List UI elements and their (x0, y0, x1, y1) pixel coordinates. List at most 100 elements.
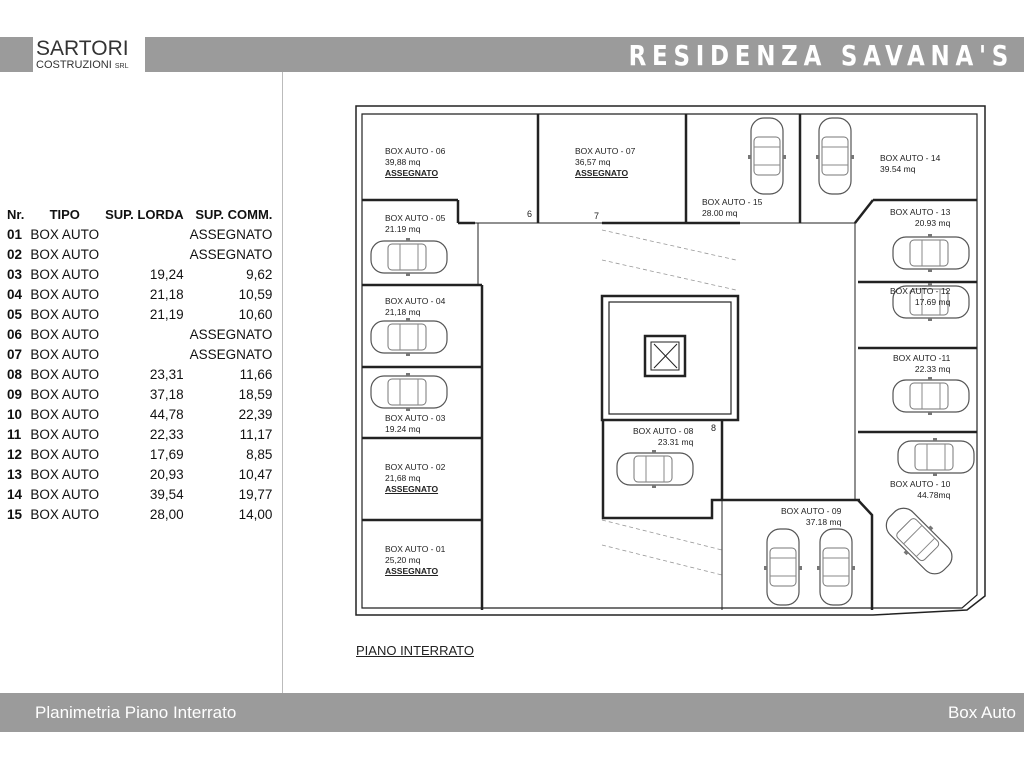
cell-sup-comm: ASSEGNATO (189, 346, 273, 362)
table-row: 13 BOX AUTO 20,93 10,47 (4, 464, 275, 484)
cell-sup-lorda: 20,93 (149, 466, 184, 482)
box-name: BOX AUTO - 01 (385, 544, 446, 554)
cell-sup-comm: ASSEGNATO (189, 246, 273, 262)
cell-sup-lorda: 28,00 (149, 506, 184, 522)
page-title: RESIDENZA SAVANA'S (628, 39, 1014, 72)
box-area: 28.00 mq (702, 208, 738, 218)
cell-sup-comm: ASSEGNATO (189, 226, 273, 242)
cell-tipo: BOX AUTO (30, 486, 100, 502)
cell-nr: 13 (7, 466, 23, 482)
box-status: ASSEGNATO (385, 168, 439, 178)
cell-tipo: BOX AUTO (30, 386, 100, 402)
footer-title: Planimetria Piano Interrato (35, 703, 237, 722)
box-status: ASSEGNATO (385, 566, 439, 576)
walls (355, 105, 986, 616)
car-icon (616, 449, 694, 489)
cell-nr: 02 (7, 246, 23, 262)
cell-sup-comm: 10,59 (238, 286, 273, 302)
cell-nr: 10 (7, 406, 23, 422)
car-icon (370, 237, 448, 277)
cell-sup-lorda: 21,19 (149, 306, 184, 322)
footer-category: Box Auto (947, 703, 1016, 722)
cell-tipo: BOX AUTO (30, 506, 100, 522)
marker-7: 7 (594, 211, 600, 221)
column-header: SUP. COMM. (195, 206, 273, 222)
cell-sup-comm: 14,00 (238, 506, 273, 522)
box-area: 21,68 mq (385, 473, 421, 483)
cell-nr: 09 (7, 386, 23, 402)
column-header: SUP. LORDA (105, 206, 184, 222)
cell-tipo: BOX AUTO (30, 446, 100, 462)
cell-tipo: BOX AUTO (30, 406, 100, 422)
column-header: Nr. (7, 206, 25, 222)
box-area: 25,20 mq (385, 555, 421, 565)
cell-nr: 11 (7, 426, 22, 442)
box-area: 44.78mq (917, 490, 951, 500)
cell-sup-comm: 11,17 (239, 426, 273, 442)
cell-sup-lorda: 23,31 (149, 366, 184, 382)
cell-sup-comm: 10,60 (238, 306, 273, 322)
box-name: BOX AUTO - 05 (385, 213, 446, 223)
box-name: BOX AUTO - 08 (633, 426, 694, 436)
cell-tipo: BOX AUTO (30, 306, 100, 322)
cell-nr: 08 (7, 366, 23, 382)
car-icon (370, 372, 448, 412)
header-band (0, 37, 1024, 72)
box-name: BOX AUTO - 04 (385, 296, 446, 306)
box-name: BOX AUTO - 09 (781, 506, 842, 516)
footer-band (0, 693, 1024, 732)
cell-nr: 06 (7, 326, 23, 342)
company-logo: SARTORI COSTRUZIONI SRL (33, 37, 145, 72)
box-name: BOX AUTO - 13 (890, 207, 951, 217)
cell-nr: 03 (7, 266, 23, 282)
cell-tipo: BOX AUTO (30, 366, 100, 382)
plan-caption: PIANO INTERRATO (356, 643, 474, 658)
logo-subtitle: COSTRUZIONI SRL (36, 59, 129, 71)
box-area: 36,57 mq (575, 157, 611, 167)
table-row: 02 BOX AUTO ASSEGNATO (4, 244, 275, 264)
cell-sup-comm: 10,47 (238, 466, 273, 482)
cell-tipo: BOX AUTO (30, 246, 100, 262)
box-area: 21,18 mq (385, 307, 421, 317)
cell-tipo: BOX AUTO (30, 286, 100, 302)
marker-8: 8 (711, 423, 717, 433)
cell-sup-lorda: 39,54 (149, 486, 184, 502)
box-area: 20.93 mq (914, 218, 951, 228)
box-name: BOX AUTO - 03 (385, 413, 446, 423)
car-icon (892, 233, 970, 273)
cell-tipo: BOX AUTO (30, 466, 100, 482)
cell-nr: 04 (7, 286, 23, 302)
car-icon (892, 376, 970, 416)
box-area: 21.19 mq (385, 224, 421, 234)
box-name: BOX AUTO - 06 (385, 146, 446, 156)
box-area: 17.69 mq (914, 297, 951, 307)
car-icon (747, 117, 787, 195)
cell-sup-lorda: 37,18 (149, 386, 184, 402)
box-area: 23.31 mq (657, 437, 694, 447)
box-name: BOX AUTO -11 (893, 353, 951, 363)
cell-nr: 12 (7, 446, 23, 462)
